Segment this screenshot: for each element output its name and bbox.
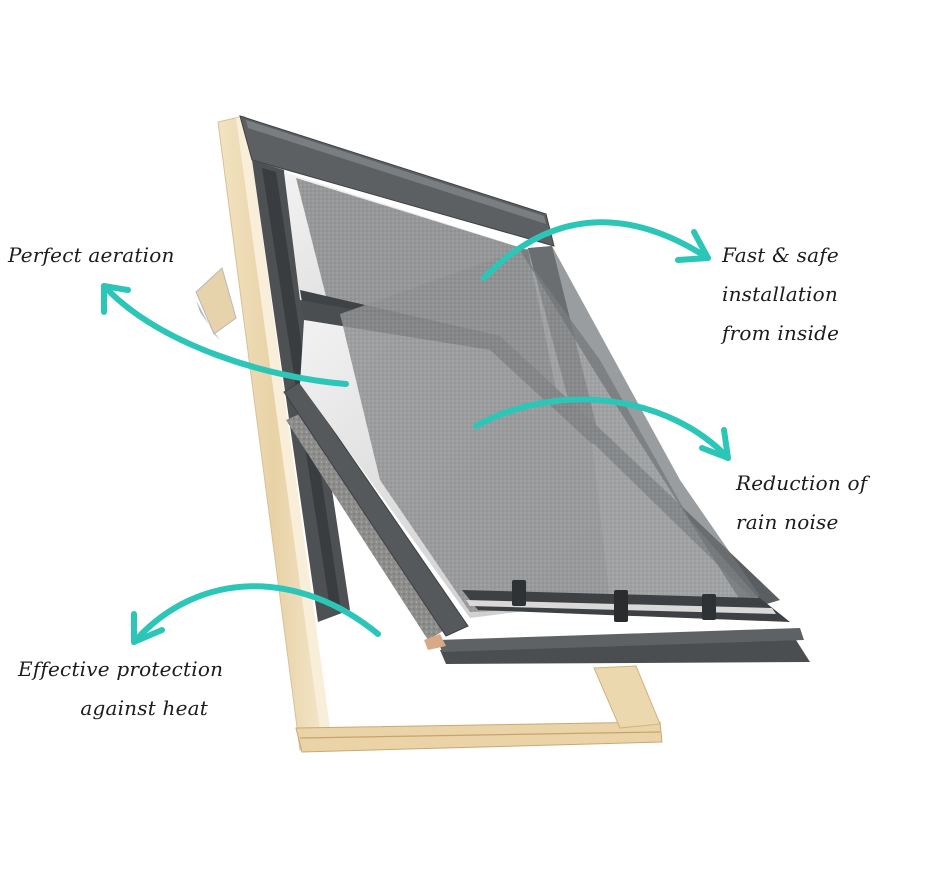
callout-arrows bbox=[101, 219, 731, 645]
callout-text: Perfect aeration bbox=[8, 243, 175, 267]
clip bbox=[614, 590, 628, 622]
callout-text: rain noise bbox=[736, 510, 839, 534]
curved-arrow-down-right-icon bbox=[473, 396, 731, 461]
callout-text: installation bbox=[722, 282, 838, 306]
curved-arrow-up-left-icon bbox=[101, 283, 349, 387]
bottom-rail bbox=[424, 580, 810, 664]
callout-fast-safe-installation: Fast & safe installation from inside bbox=[722, 236, 839, 353]
callout-heat-protection: Effective protection against heat bbox=[18, 650, 224, 728]
curved-arrow-down-left-icon bbox=[131, 583, 381, 645]
callout-text: Reduction of bbox=[736, 471, 868, 495]
curved-arrow-right-icon bbox=[481, 219, 711, 281]
callout-perfect-aeration: Perfect aeration bbox=[8, 236, 175, 275]
callout-text: against heat bbox=[80, 696, 208, 720]
callout-rain-noise: Reduction of rain noise bbox=[736, 464, 867, 542]
clip bbox=[512, 580, 526, 606]
open-sash bbox=[283, 246, 780, 640]
clip bbox=[702, 594, 716, 620]
callout-text: Fast & safe bbox=[722, 243, 839, 267]
callout-text: Effective protection bbox=[18, 657, 224, 681]
callout-text: from inside bbox=[722, 321, 840, 345]
